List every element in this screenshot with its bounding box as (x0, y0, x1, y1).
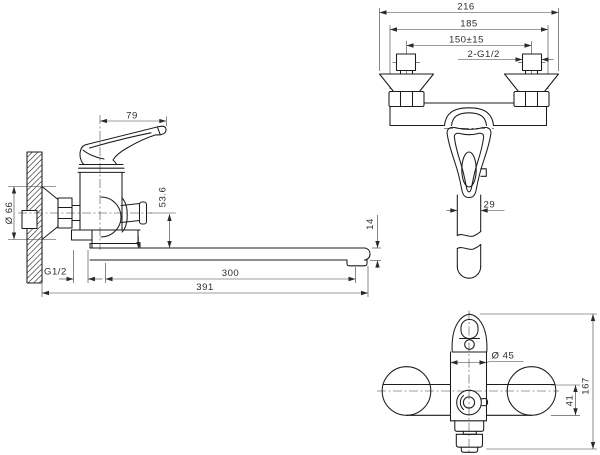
handle-tip-cap-line (156, 126, 161, 136)
plan-view: 216 185 150±15 2-G1/2 (378, 2, 560, 279)
dim-handle-length: 79 (100, 111, 167, 126)
wall-section (21, 151, 43, 284)
faucet-body-front (449, 351, 488, 422)
knob-detail-arc (459, 394, 465, 411)
lever-tip-front (460, 318, 479, 340)
handle-accent-line (88, 132, 152, 149)
spout-plan (456, 194, 482, 279)
dim-spout-reach: 300 (105, 263, 356, 283)
dim-label-29: 29 (484, 200, 496, 211)
dim-body-diameter: Ø 45 (450, 351, 524, 365)
dim-overall-reach: 391 (41, 266, 369, 297)
right-mounting-nut-plan (513, 90, 550, 108)
side-view: 79 Ø 66 53.6 G1/2 (4, 111, 381, 297)
right-thread-connector (521, 53, 543, 72)
lever-handle-side (79, 125, 167, 166)
dim-overall-height: 167 (480, 313, 597, 450)
diverter-knob-side (120, 201, 148, 225)
dim-label-45: Ø 45 (492, 351, 515, 362)
front-view: Ø 45 41 167 (377, 310, 597, 455)
dim-label-g12: G1/2 (44, 267, 67, 278)
break-line-upper (456, 230, 482, 237)
spout-side (70, 229, 371, 267)
left-escutcheon-plan (378, 73, 435, 93)
escutcheon-side (41, 185, 81, 241)
dim-label-300: 300 (222, 268, 240, 279)
dim-label-167: 167 (581, 377, 592, 395)
left-thread-connector (395, 53, 417, 72)
dim-wall-thread: G1/2 (44, 250, 103, 283)
right-escutcheon-plan (503, 73, 560, 93)
spout-rounded-end (456, 265, 482, 279)
handle-side-tab (480, 168, 487, 177)
knob-pointer (480, 397, 489, 407)
aerator-bump (346, 259, 368, 267)
dim-label-185: 185 (460, 19, 478, 30)
cartridge-dome-outer (443, 107, 495, 127)
dim-label-150: 150±15 (449, 35, 484, 46)
dim-spout-width: 29 (446, 200, 505, 213)
dim-label-2-g12: 2-G1/2 (468, 49, 500, 60)
diverter-knob-front (456, 389, 489, 416)
spout-end-front (454, 420, 485, 453)
left-mounting-nut-plan (388, 90, 425, 108)
ball-housing-arc (100, 196, 122, 238)
dim-across-nuts: 185 (389, 19, 549, 89)
dim-hole-centres: 150±15 (406, 35, 532, 48)
dim-label-216: 216 (457, 2, 475, 13)
supply-stub (21, 209, 38, 230)
faucet-body-side (77, 163, 128, 238)
spout-joint-arrow (136, 236, 141, 249)
dim-label-66: Ø 66 (4, 202, 15, 225)
dim-bracket-height: 41 (551, 384, 580, 416)
dim-label-391: 391 (196, 282, 214, 293)
handle-screw-cap (464, 339, 475, 350)
handle-base-contour (82, 149, 105, 160)
dim-knob-to-spout: 53.6 (150, 187, 176, 248)
dim-label-79: 79 (126, 111, 138, 122)
dim-label-41: 41 (565, 395, 576, 407)
dim-overall-width: 216 (379, 2, 559, 71)
dim-flange-diameter: Ø 66 (4, 186, 56, 240)
handle-head-front (451, 313, 488, 353)
dim-label-53-6: 53.6 (158, 187, 169, 208)
dim-inlet-connections: 2-G1/2 (458, 49, 554, 62)
break-line-lower (456, 243, 482, 250)
faucet-body-plan (388, 90, 550, 129)
dim-label-14: 14 (365, 218, 376, 230)
spout-end-cap (363, 247, 371, 261)
inlet-connectors-plan (378, 41, 560, 93)
dim-spout-tube: 14 (365, 215, 381, 268)
cartridge-dome-inner (450, 112, 488, 127)
handle-grip-recess (461, 151, 477, 188)
lever-handle-plan (446, 126, 492, 199)
wall-brackets-front (381, 366, 557, 416)
diverter-flange-arc (121, 197, 128, 233)
